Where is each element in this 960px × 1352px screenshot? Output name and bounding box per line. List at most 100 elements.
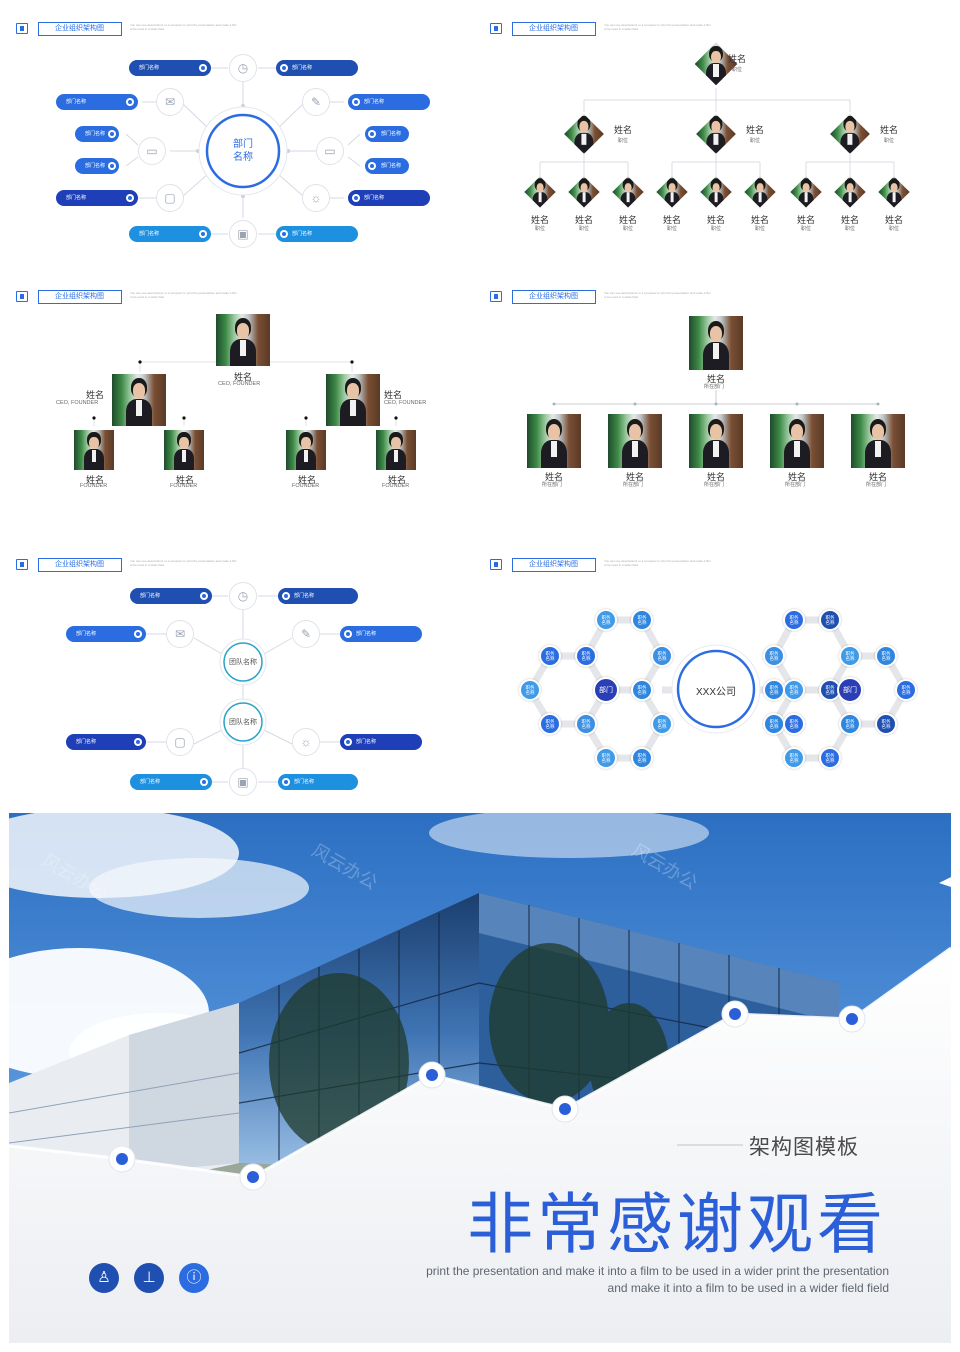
- dept-pill[interactable]: 部门名称: [340, 734, 422, 750]
- role-node[interactable]: 职务名称: [575, 645, 597, 667]
- dept-pill[interactable]: 部门名称: [348, 94, 430, 110]
- person-role: FOUNDER: [80, 483, 108, 489]
- role-node[interactable]: 职务名称: [539, 713, 561, 735]
- person-name: 姓名: [298, 475, 317, 485]
- role-node[interactable]: 职务名称: [631, 679, 653, 701]
- role-node[interactable]: 职务名称: [839, 713, 861, 735]
- role-node[interactable]: 职务名称: [783, 747, 805, 769]
- person-title: 职位: [667, 226, 678, 232]
- person-name: 姓名: [751, 215, 770, 225]
- person-photo: [689, 414, 743, 468]
- role-node[interactable]: 职务名称: [575, 713, 597, 735]
- role-node[interactable]: 职务名称: [875, 645, 897, 667]
- mail-icon: ✉: [166, 620, 194, 648]
- clock-icon: ◷: [229, 582, 257, 610]
- person-name: 姓名: [880, 125, 899, 135]
- person-name: 姓名: [176, 475, 195, 485]
- dept-pill[interactable]: 部门名称: [278, 588, 358, 604]
- person-role: CEO, FOUNDER: [56, 400, 99, 406]
- dept-pill[interactable]: 部门名称: [130, 774, 212, 790]
- company-label: XXX公司: [695, 687, 736, 698]
- person-photo: [527, 414, 581, 468]
- person-name: 姓名: [388, 475, 407, 485]
- role-node[interactable]: 职务名称: [763, 713, 785, 735]
- dept-pill[interactable]: 部门名称: [66, 734, 146, 750]
- person-title: 职位: [618, 138, 629, 144]
- dept-pill[interactable]: 部门名称: [75, 126, 119, 142]
- role-node[interactable]: 职务名称: [595, 609, 617, 631]
- team-label: 团队名称: [229, 719, 257, 726]
- header-tag: 企业组织架构图: [38, 558, 122, 572]
- person-photo: [851, 414, 905, 468]
- person-name: 姓名: [869, 472, 888, 482]
- header-caption: You can use descriptions or a computer t…: [604, 559, 711, 567]
- header-square-icon: [16, 23, 28, 34]
- role-node[interactable]: 职务名称: [783, 713, 805, 735]
- monitor-icon: ▭: [316, 137, 344, 165]
- person-dept: 所在部门: [542, 482, 563, 488]
- edit-icon: ✎: [302, 88, 330, 116]
- slide-department-members: 企业组织架构图 You can use descriptions or a co…: [482, 276, 952, 540]
- role-node[interactable]: 职务名称: [651, 645, 673, 667]
- slide-diamond-org: 企业组织架构图 You can use descriptions or a co…: [482, 8, 952, 272]
- person-photo: [216, 314, 270, 366]
- person-name: 姓名: [531, 215, 550, 225]
- person-title: 职位: [732, 67, 743, 73]
- person-name: 姓名: [619, 215, 638, 225]
- dept-pill[interactable]: 部门名称: [348, 190, 430, 206]
- center-label: 部门 名称: [233, 139, 253, 163]
- person-title: 职位: [801, 226, 812, 232]
- user-icon[interactable]: ♙: [89, 1263, 119, 1293]
- role-node[interactable]: 职务名称: [839, 645, 861, 667]
- person-photo: [112, 374, 166, 426]
- role-node[interactable]: 职务名称: [763, 679, 785, 701]
- image-icon: ▢: [166, 728, 194, 756]
- dept-pill[interactable]: 部门名称: [365, 158, 409, 174]
- dept-pill[interactable]: 部门名称: [129, 226, 211, 242]
- person-name: 姓名: [707, 215, 726, 225]
- info-icon[interactable]: ⓘ: [179, 1263, 209, 1293]
- header-square-icon: [490, 23, 502, 34]
- stamp-icon[interactable]: ⊥: [134, 1263, 164, 1293]
- dept-node[interactable]: 部门: [593, 677, 619, 703]
- role-node[interactable]: 职务名称: [763, 645, 785, 667]
- person-name: 姓名: [797, 215, 816, 225]
- dept-pill[interactable]: 部门名称: [365, 126, 409, 142]
- role-node[interactable]: 职务名称: [631, 747, 653, 769]
- role-node[interactable]: 职务名称: [519, 679, 541, 701]
- role-node[interactable]: 职务名称: [819, 747, 841, 769]
- dept-pill[interactable]: 部门名称: [56, 94, 138, 110]
- header-square-icon: [490, 291, 502, 302]
- dept-pill[interactable]: 部门名称: [276, 60, 358, 76]
- person-photo: [608, 414, 662, 468]
- role-node[interactable]: 职务名称: [819, 609, 841, 631]
- role-node[interactable]: 职务名称: [651, 713, 673, 735]
- team-label: 团队名称: [229, 659, 257, 666]
- dept-pill[interactable]: 部门名称: [129, 60, 211, 76]
- subtitle: 架构图模板: [749, 1136, 859, 1159]
- person-name: 姓名: [728, 54, 747, 64]
- dept-pill[interactable]: 部门名称: [130, 588, 212, 604]
- person-photo: [164, 430, 204, 470]
- person-role: FOUNDER: [292, 483, 320, 489]
- role-node[interactable]: 职务名称: [783, 609, 805, 631]
- dept-pill[interactable]: 部门名称: [276, 226, 358, 242]
- role-node[interactable]: 职务名称: [783, 679, 805, 701]
- role-node[interactable]: 职务名称: [595, 747, 617, 769]
- title: 非常感谢观看: [467, 1186, 887, 1263]
- person-name: 姓名: [86, 475, 105, 485]
- sun-icon: ☼: [292, 728, 320, 756]
- role-node[interactable]: 职务名称: [631, 609, 653, 631]
- person-name: 姓名: [885, 215, 904, 225]
- role-node[interactable]: 职务名称: [895, 679, 917, 701]
- person-name: 姓名: [545, 472, 564, 482]
- dept-pill[interactable]: 部门名称: [56, 190, 138, 206]
- dept-pill[interactable]: 部门名称: [278, 774, 358, 790]
- role-node[interactable]: 职务名称: [539, 645, 561, 667]
- role-node[interactable]: 职务名称: [875, 713, 897, 735]
- dept-pill[interactable]: 部门名称: [75, 158, 119, 174]
- dept-node[interactable]: 部门: [837, 677, 863, 703]
- header-caption: You can use descriptions or a computer t…: [130, 23, 237, 31]
- dept-pill[interactable]: 部门名称: [340, 626, 422, 642]
- dept-pill[interactable]: 部门名称: [66, 626, 146, 642]
